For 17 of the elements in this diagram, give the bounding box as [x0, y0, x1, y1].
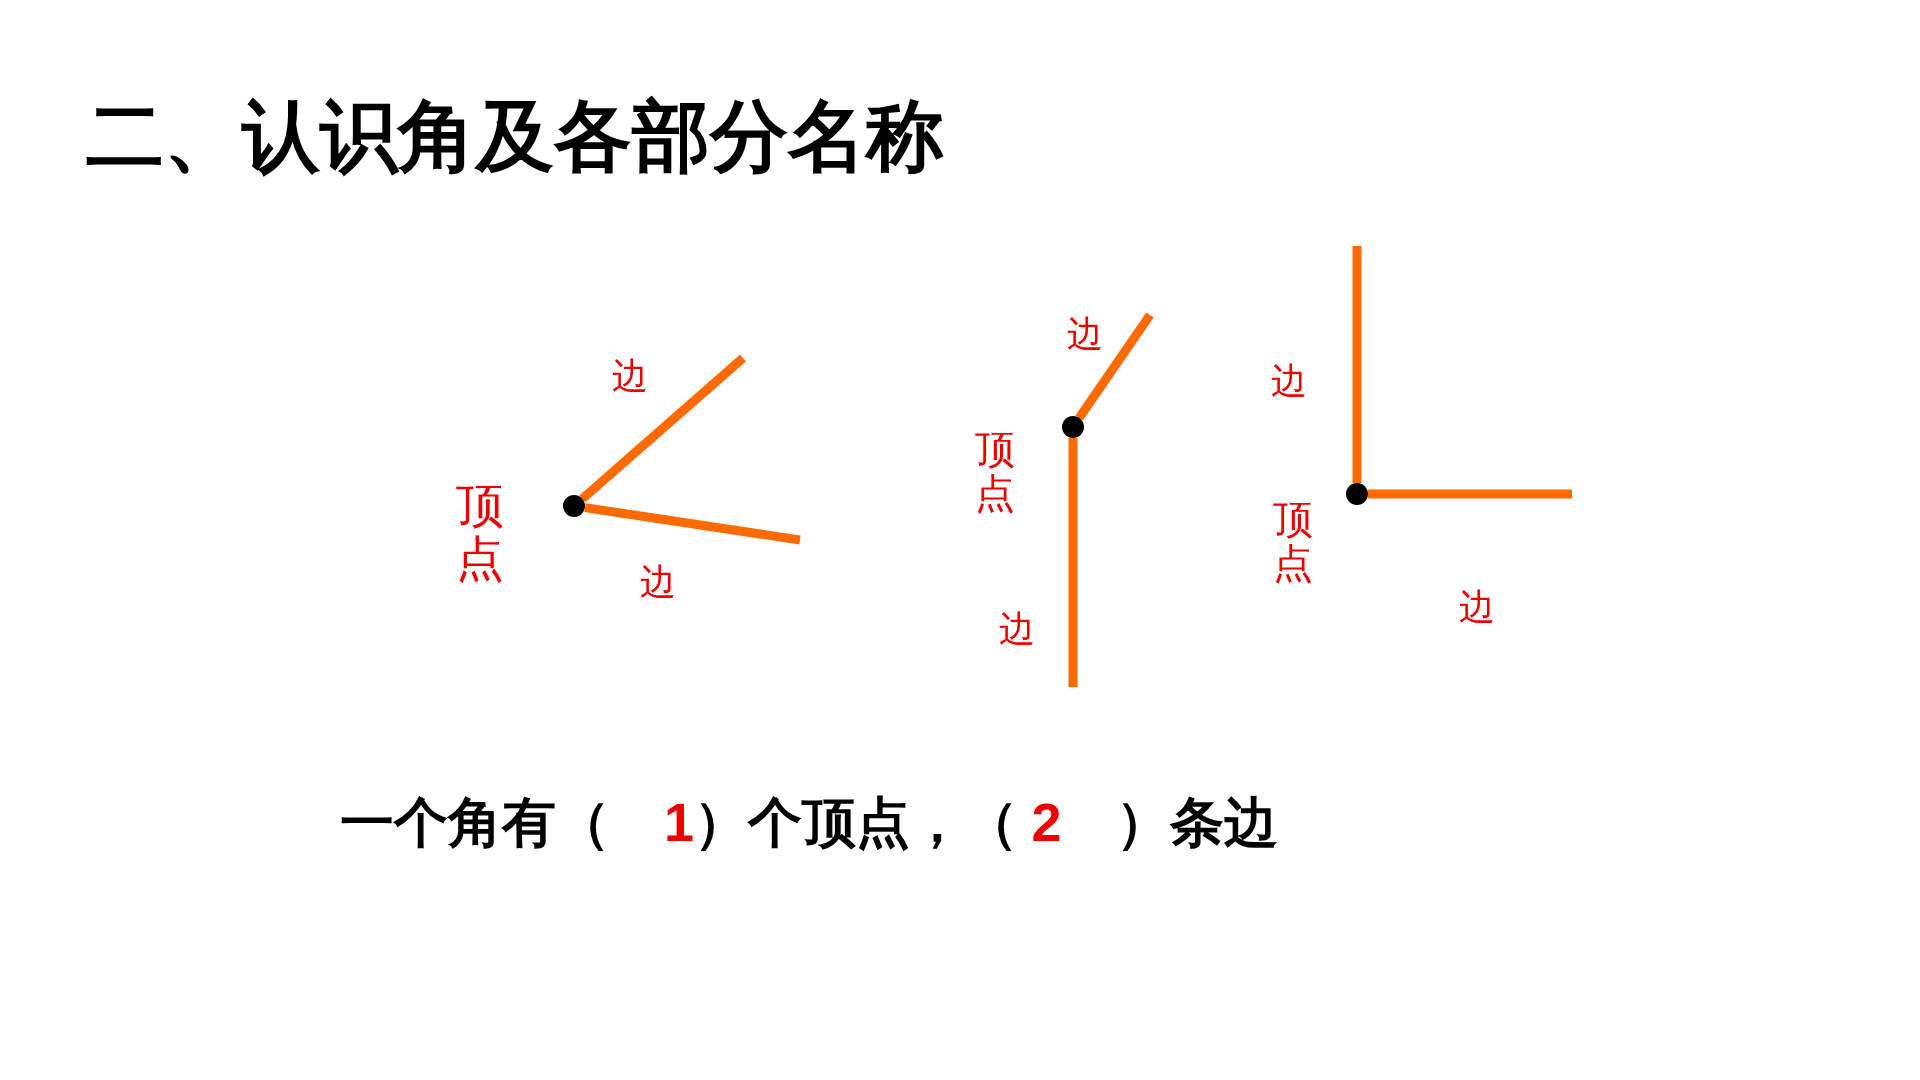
angle-side-line [1068, 438, 1078, 687]
side-label: 边 [612, 357, 648, 397]
side-label: 边 [1067, 315, 1103, 355]
vertex-label: 顶点 [1273, 498, 1313, 586]
side-label: 边 [999, 610, 1035, 650]
vertex-label: 顶点 [456, 480, 504, 586]
angle-side-line [584, 503, 801, 545]
side-label: 边 [1459, 588, 1495, 628]
angle-side-line [1368, 489, 1572, 499]
angle-side-line [579, 354, 746, 503]
slide-title: 二、认识角及各部分名称 [86, 91, 944, 182]
angle-side-line [1075, 312, 1154, 421]
side-label: 边 [1271, 362, 1307, 402]
fill-in-sentence: 一个角有（ 1）个顶点，（ 2 ）条边 [340, 791, 1278, 855]
side-label: 边 [640, 563, 676, 603]
angle-side-line [1352, 246, 1362, 483]
vertex-label: 顶点 [975, 428, 1015, 516]
